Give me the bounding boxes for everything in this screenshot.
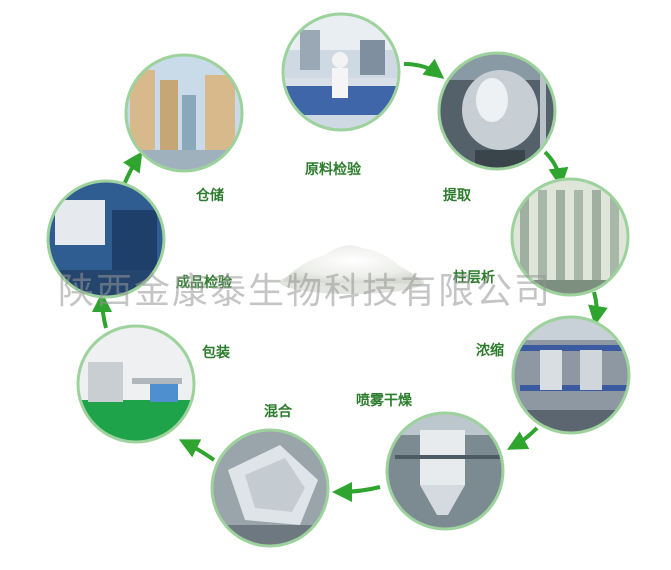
step-label-concentration: 浓缩 [476,343,504,359]
arrow-8 [122,151,143,186]
step-label-column-chromatography: 柱层析 [453,270,495,286]
flow-arrows [92,58,608,502]
arrow-5 [332,481,381,502]
arrow-1 [403,58,445,79]
step-label-raw-material-inspection: 原料检验 [305,162,361,178]
concentrator-photo [511,315,631,435]
company-watermark: 陕西金康泰生物科技有限公司 [58,271,553,312]
arrow-6 [178,439,216,462]
powder-image [280,245,424,294]
step-label-packaging: 包装 [202,345,230,361]
step-label-extraction: 提取 [443,188,471,204]
step-label-mixing: 混合 [264,404,292,420]
warehouse-photo [124,53,244,173]
arrow-3 [588,291,608,326]
spray-dryer-photo [385,411,505,531]
arrow-7 [92,292,113,329]
arrow-4 [506,426,539,450]
step-label-finished-product-inspection: 成品检验 [176,275,232,291]
instrument-photo [46,179,166,299]
packaging-room-photo [76,324,196,444]
extraction-tank-photo [437,51,557,171]
chromatography-columns-photo [510,177,630,297]
arrow-2 [543,150,569,188]
mixer-photo [210,428,330,548]
lab-photo [281,12,401,132]
step-label-spray-drying: 喷雾干燥 [356,393,412,409]
step-label-warehousing: 仓储 [196,188,224,204]
